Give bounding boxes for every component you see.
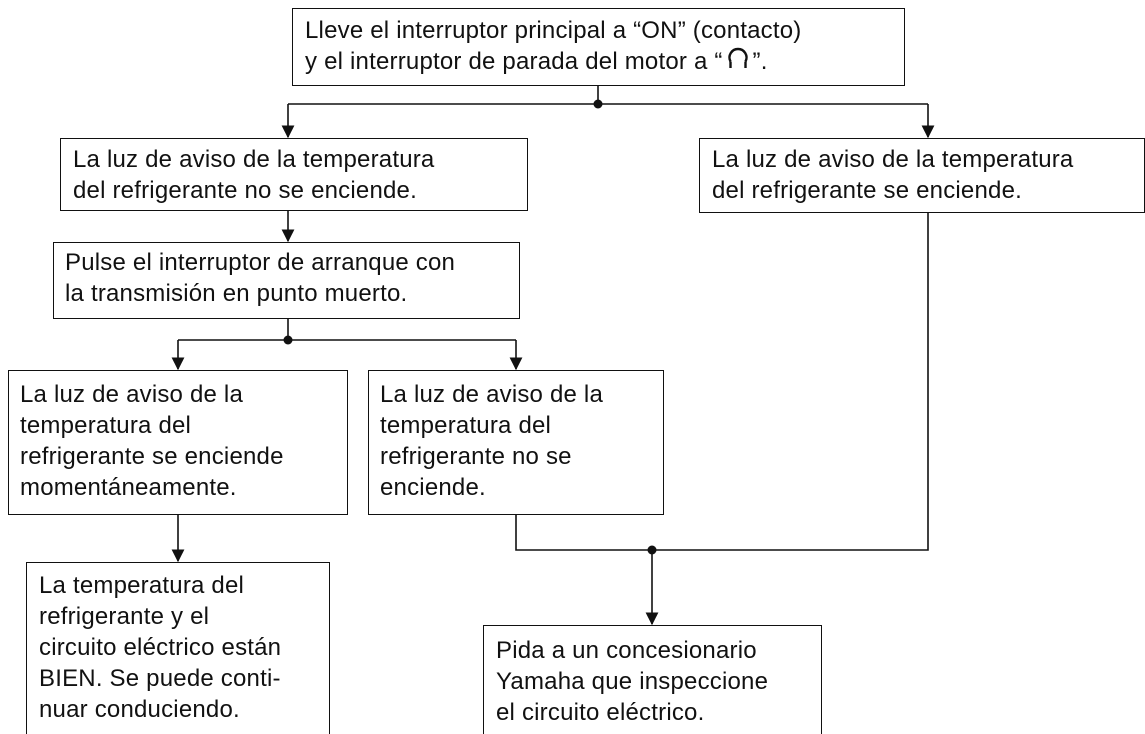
momentary-line-4: momentáneamente. [20, 474, 237, 501]
light-not-on-step-box: La luz de aviso de la temperatura del re… [368, 370, 664, 515]
start-line-1: Lleve el interruptor principal a “ON” (c… [305, 17, 802, 44]
ok-line-1: La temperatura del [39, 572, 245, 599]
not-on-line-4: enciende. [380, 474, 486, 501]
press-start-line-1: Pulse el interruptor de arranque con [65, 249, 456, 276]
dealer-line-3: el circuito eléctrico. [496, 699, 705, 726]
light-momentary-step-box: La luz de aviso de la temperatura del re… [8, 370, 348, 515]
start-step-box: Lleve el interruptor principal a “ON” (c… [292, 8, 905, 86]
light-on-line-1: La luz de aviso de la temperatura [712, 146, 1074, 173]
ok-result-box: La temperatura del refrigerante y el cir… [26, 562, 330, 734]
not-on-line-1: La luz de aviso de la [380, 381, 604, 408]
ok-line-4: BIEN. Se puede conti- [39, 665, 281, 692]
not-on-line-2: temperatura del [380, 412, 552, 439]
connector-not-on-down [515, 212, 929, 551]
light-off-line-2: del refrigerante no se enciende. [73, 177, 417, 204]
start-line-2-prefix: y el interruptor de parada del motor a “ [305, 48, 723, 75]
ok-line-5: nuar conduciendo. [39, 696, 240, 723]
engine-stop-run-icon [723, 47, 753, 79]
light-off-step-box: La luz de aviso de la temperatura del re… [60, 138, 528, 211]
momentary-line-2: temperatura del [20, 412, 192, 439]
press-start-step-box: Pulse el interruptor de arranque con la … [53, 242, 520, 319]
junction-dot-top [593, 99, 603, 109]
light-off-line-1: La luz de aviso de la temperatura [73, 146, 435, 173]
light-on-step-box: La luz de aviso de la temperatura del re… [699, 138, 1145, 213]
dealer-result-box: Pida a un concesionario Yamaha que inspe… [483, 625, 822, 734]
start-line-2: y el interruptor de parada del motor a “… [305, 46, 904, 79]
momentary-line-1: La luz de aviso de la [20, 381, 244, 408]
dealer-line-1: Pida a un concesionario [496, 637, 757, 664]
junction-dot-mid [283, 335, 293, 345]
light-on-line-2: del refrigerante se enciende. [712, 177, 1022, 204]
start-line-2-suffix: ”. [752, 48, 768, 75]
ok-line-2: refrigerante y el [39, 603, 210, 630]
junction-dot-bottom [647, 545, 657, 555]
dealer-line-2: Yamaha que inspeccione [496, 668, 769, 695]
not-on-line-3: refrigerante no se [380, 443, 572, 470]
press-start-line-2: la transmisión en punto muerto. [65, 280, 408, 307]
momentary-line-3: refrigerante se enciende [20, 443, 284, 470]
ok-line-3: circuito eléctrico están [39, 634, 282, 661]
